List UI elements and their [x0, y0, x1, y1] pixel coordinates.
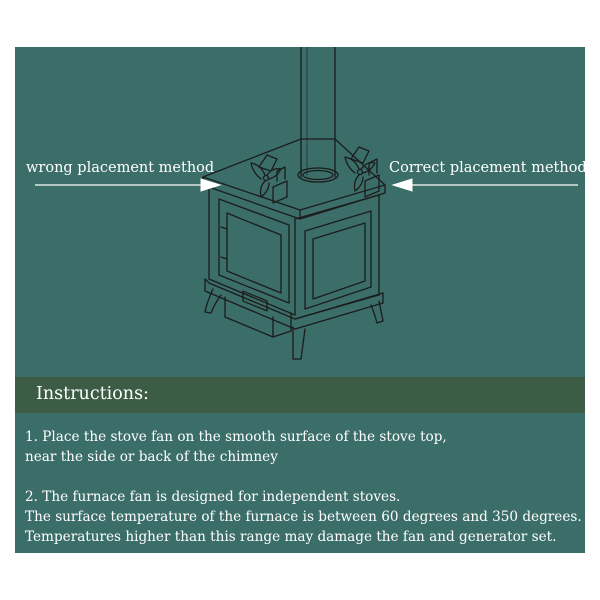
- arrow-correct: [391, 178, 578, 192]
- diagram-panel: wrong placement method Correct placement…: [15, 47, 585, 553]
- fan-wrong-placement: [250, 154, 288, 204]
- correct-placement-label: Correct placement method: [389, 160, 585, 176]
- wrong-placement-label: wrong placement method: [26, 160, 215, 176]
- stove-side-face: [294, 194, 380, 320]
- instruction-line: 1. Place the stove fan on the smooth sur…: [25, 429, 447, 445]
- instruction-line: Temperatures higher than this range may …: [25, 529, 557, 545]
- stove-top: [202, 138, 386, 220]
- instructions-header: Instructions:: [15, 377, 585, 413]
- instruction-step-2: 2. The furnace fan is designed for indep…: [25, 487, 582, 547]
- arrow-wrong: [35, 178, 222, 192]
- instruction-line: near the side or back of the chimney: [25, 449, 278, 465]
- stove-base: [204, 278, 384, 338]
- instruction-line: 2. The furnace fan is designed for indep…: [25, 489, 401, 505]
- stove-legs: [204, 288, 384, 360]
- instruction-step-1: 1. Place the stove fan on the smooth sur…: [25, 427, 447, 467]
- fan-correct-placement: [344, 146, 380, 198]
- instruction-line: The surface temperature of the furnace i…: [25, 509, 582, 525]
- instructions-title: Instructions:: [36, 384, 149, 404]
- stove-front-face: [208, 184, 296, 316]
- stove-diagram: [35, 47, 578, 360]
- chimney-pipe: [297, 47, 339, 183]
